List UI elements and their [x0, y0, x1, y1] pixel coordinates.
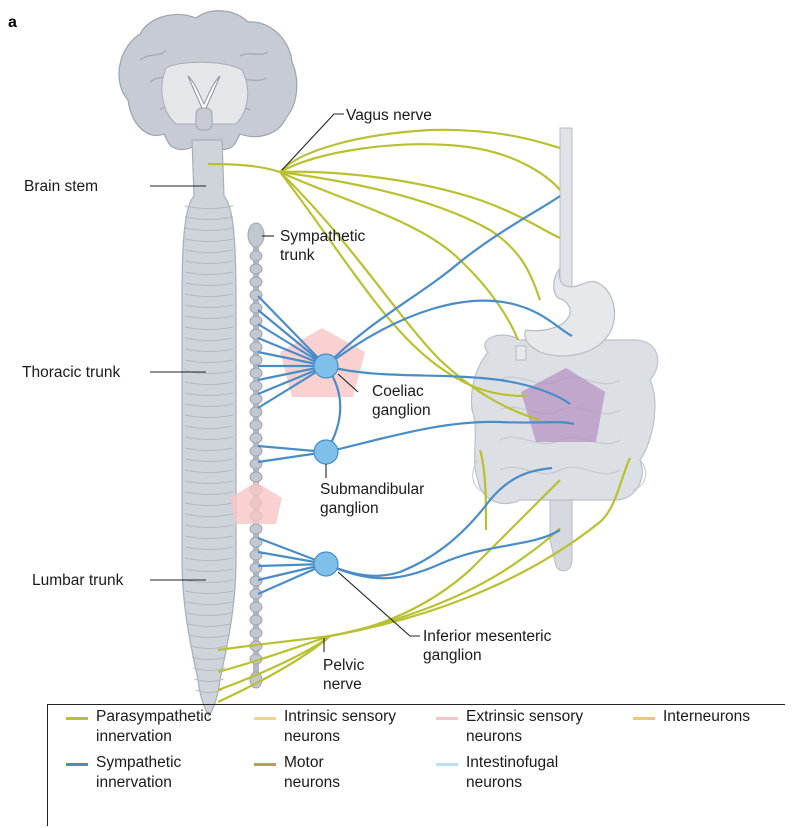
brain [119, 11, 297, 150]
submandibular-ganglion-label: Submandibular ganglion [320, 481, 424, 517]
legend-interneurons: Interneurons [633, 707, 750, 727]
legend-swatch [254, 717, 276, 720]
chain-ganglion [250, 329, 262, 339]
chain-ganglion [250, 355, 262, 365]
chain-ganglion [250, 628, 262, 638]
chain-ganglion [250, 615, 262, 625]
legend-swatch [254, 763, 276, 766]
legend-label: Extrinsic sensory neurons [466, 707, 583, 747]
sympathetic-trunk-label: Sympathetic trunk [280, 228, 366, 264]
chain-ganglion [250, 524, 262, 534]
chain-ganglion [250, 368, 262, 378]
chain-ganglion [250, 446, 262, 456]
legend-label: Intestinofugal neurons [466, 753, 558, 793]
legend-label: Parasympathetic innervation [96, 707, 211, 747]
lumbar-trunk-label: Lumbar trunk [32, 572, 124, 589]
chain-ganglion [250, 563, 262, 573]
chain-ganglion [250, 394, 262, 404]
legend-sympathetic: Sympathetic innervation [66, 753, 181, 793]
label-line: ganglion [320, 500, 379, 517]
panel-label: a [8, 14, 17, 31]
chain-ganglion [250, 277, 262, 287]
legend-swatch [436, 763, 458, 766]
legend-intestinofugal: Intestinofugal neurons [436, 753, 558, 793]
chain-ganglion [250, 264, 262, 274]
label-line: Pelvic [323, 657, 365, 674]
chain-ganglion [250, 251, 262, 261]
legend-swatch [436, 717, 458, 720]
brain-stem-label: Brain stem [24, 178, 98, 195]
label-line: trunk [280, 247, 315, 264]
chain-ganglion [250, 459, 262, 469]
vagus-nerve-label: Vagus nerve [346, 107, 432, 124]
chain-ganglion [250, 407, 262, 417]
chain-ganglion [250, 420, 262, 430]
legend-label: Intrinsic sensory neurons [284, 707, 396, 747]
chain-ganglion [250, 472, 262, 482]
legend-label: Motor neurons [284, 753, 340, 793]
legend-swatch [66, 763, 88, 766]
thoracic-trunk-label: Thoracic trunk [22, 364, 120, 381]
extrinsic-sensory-pentagon-lower [230, 482, 282, 524]
chain-ganglion [250, 576, 262, 586]
legend-swatch [633, 717, 655, 720]
legend-label: Sympathetic innervation [96, 753, 181, 793]
chain-ganglion [250, 342, 262, 352]
pelvic-nerve-label: Pelvic nerve [323, 657, 365, 693]
legend-motor: Motor neurons [254, 753, 340, 793]
sympathetic-chain [248, 223, 264, 688]
label-line: ganglion [423, 647, 482, 664]
label-line: Submandibular [320, 481, 424, 498]
legend-intrinsic-sensory: Intrinsic sensory neurons [254, 707, 396, 747]
inferior-mesenteric-ganglion [314, 552, 338, 576]
label-line: Sympathetic [280, 228, 366, 245]
legend-label: Interneurons [663, 707, 750, 727]
legend-extrinsic-sensory: Extrinsic sensory neurons [436, 707, 583, 747]
label-line: Coeliac [372, 383, 424, 400]
chain-ganglion [250, 433, 262, 443]
legend-swatch [66, 717, 88, 720]
inferior-mesenteric-ganglion-label: Inferior mesenteric ganglion [423, 628, 552, 664]
digestive-tract [472, 128, 658, 571]
submandibular-ganglion [314, 440, 338, 464]
chain-ganglion [250, 602, 262, 612]
coeliac-ganglion [314, 354, 338, 378]
legend-parasympathetic: Parasympathetic innervation [66, 707, 211, 747]
chain-ganglion [250, 381, 262, 391]
coeliac-ganglion-label: Coeliac ganglion [372, 383, 431, 419]
label-line: Inferior mesenteric [423, 628, 552, 645]
spinal-cord [182, 140, 236, 716]
legend: Parasympathetic innervation Intrinsic se… [47, 704, 785, 826]
label-line: ganglion [372, 402, 431, 419]
label-line: nerve [323, 676, 362, 693]
